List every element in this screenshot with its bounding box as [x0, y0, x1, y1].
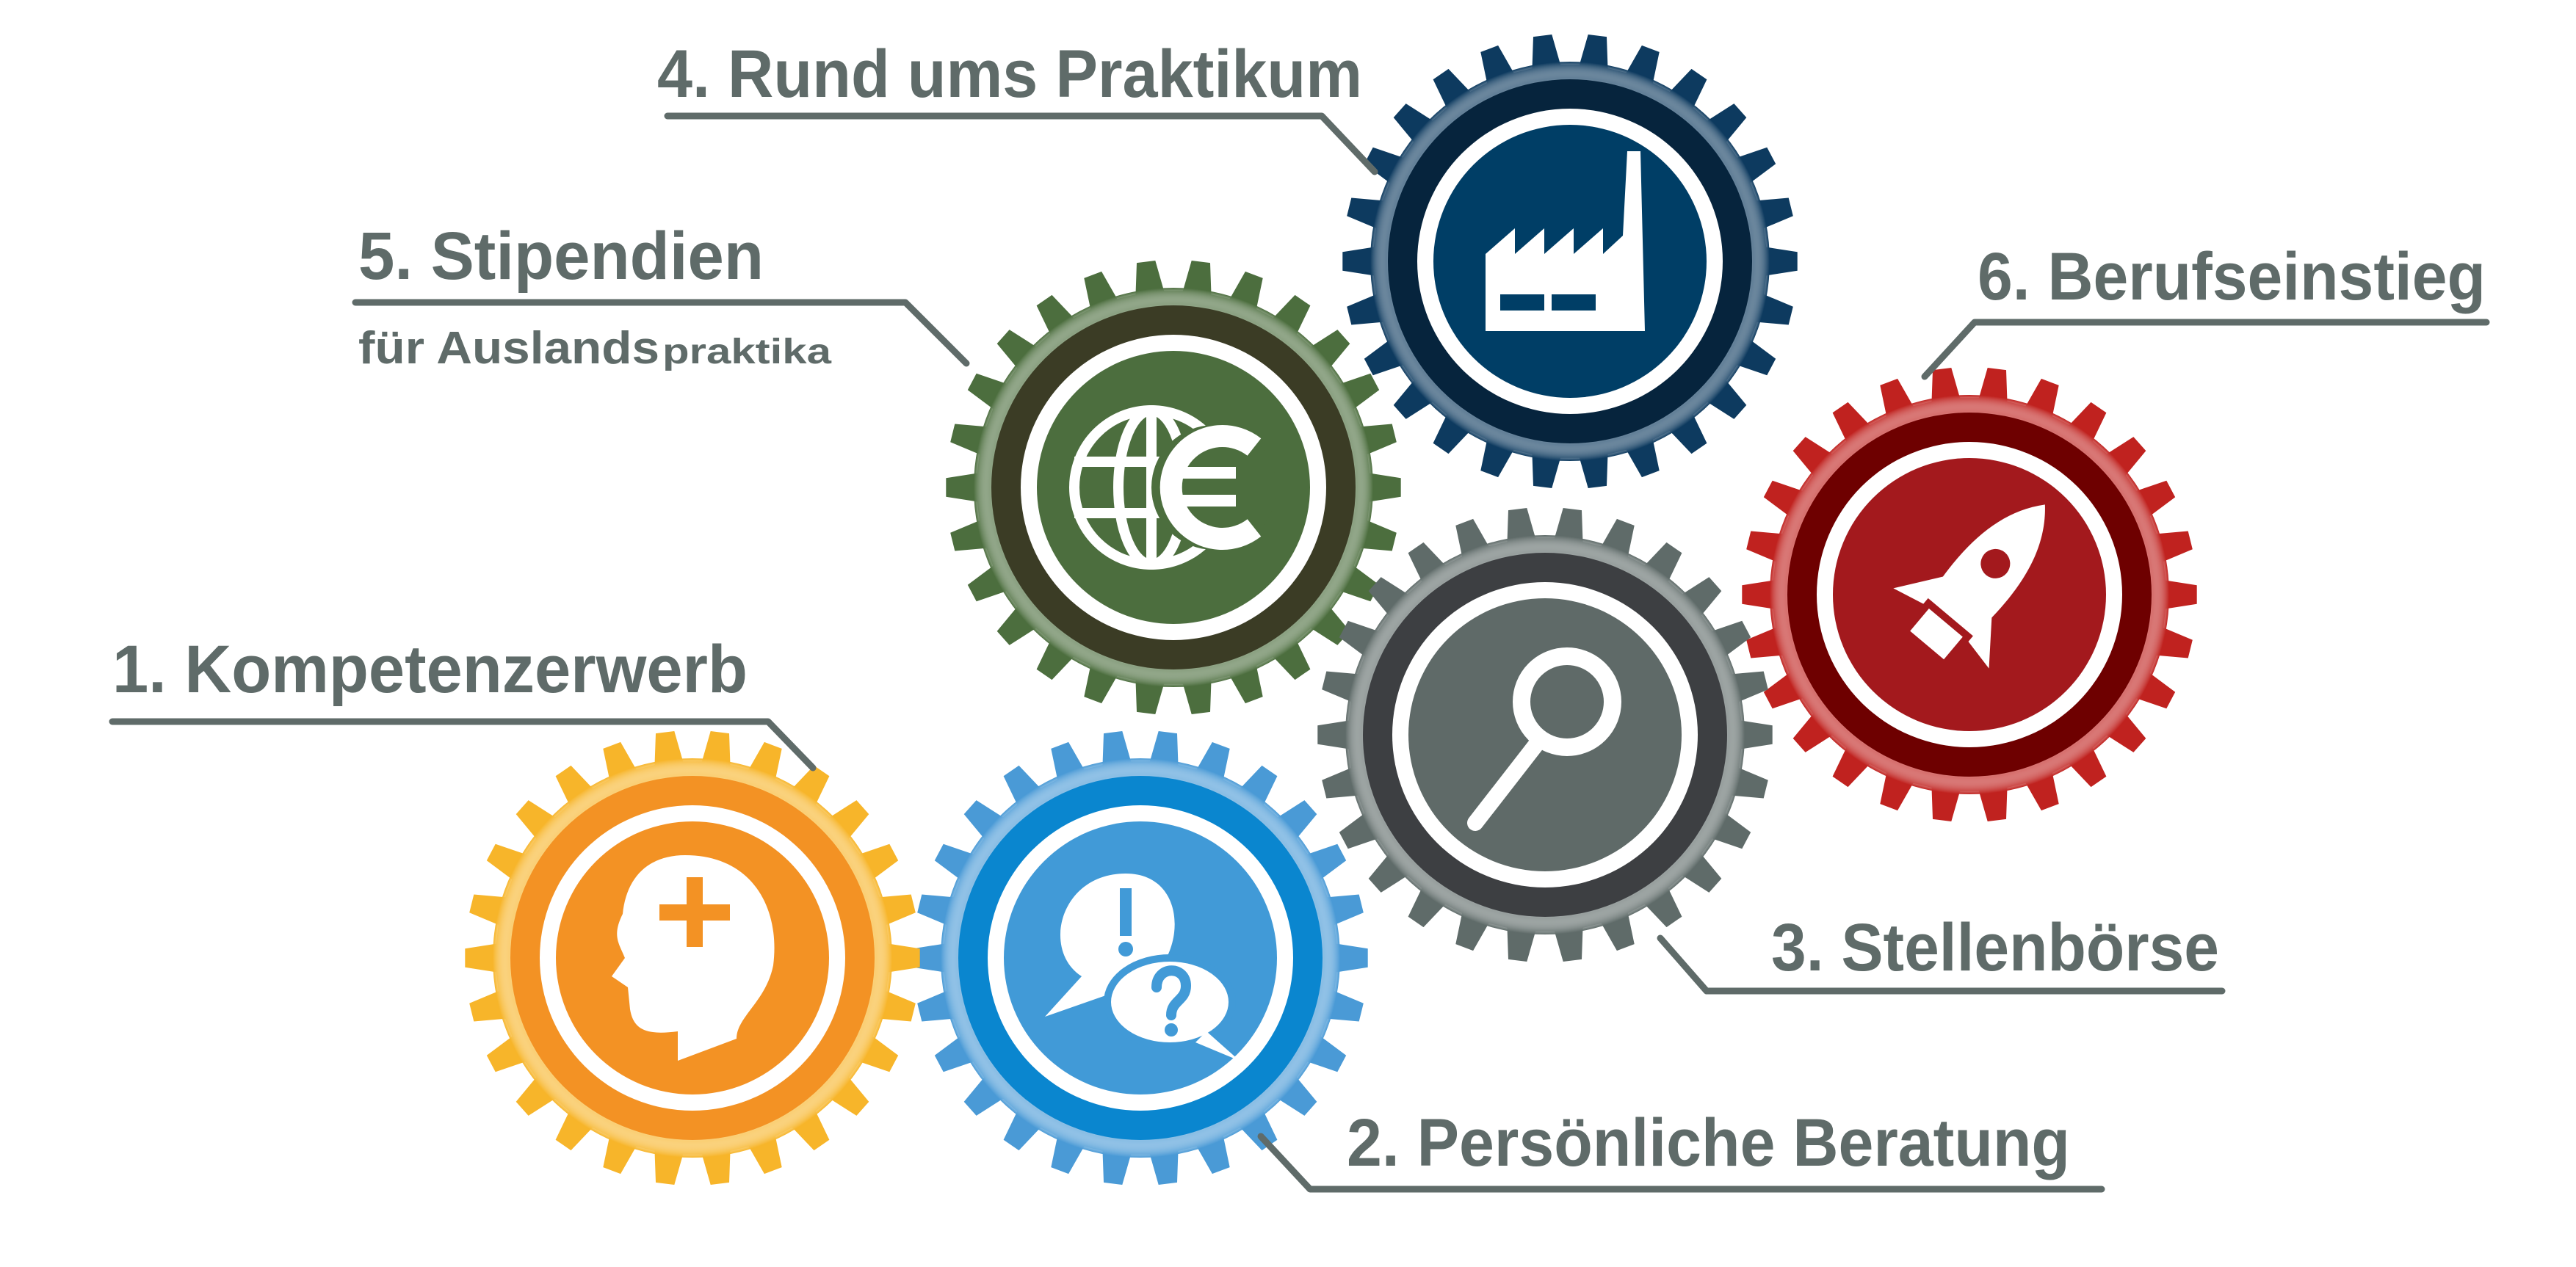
factory-window	[1552, 294, 1596, 311]
speech-bubbles-icon	[1045, 874, 1240, 1061]
euro-arc	[1159, 425, 1262, 550]
leader-line-step2	[1257, 1133, 2105, 1193]
magnifier-lens	[1513, 647, 1621, 756]
factory-window	[1500, 294, 1544, 311]
gear-step5	[946, 261, 1401, 714]
leader-line-step4	[664, 112, 1378, 175]
exclamation-mark	[1120, 888, 1132, 936]
label-step5-subtitle: für Auslands	[358, 323, 659, 374]
magnifier-icon	[1467, 647, 1621, 831]
label-step4: 4. Rund ums Praktikum	[657, 37, 1362, 112]
leader-line-step5	[352, 299, 970, 367]
rocket-shape	[1893, 504, 2045, 669]
label-step5-subtitle-small: praktika	[662, 333, 831, 371]
gear-step2	[913, 731, 1368, 1185]
speech-bubble-question	[1104, 954, 1236, 1050]
question-mark	[1151, 965, 1192, 1020]
rocket-icon	[1893, 504, 2045, 669]
factory-icon	[1486, 151, 1645, 331]
label-step2: 2. Persönliche Beratung	[1347, 1106, 2070, 1180]
exclamation-dot	[1118, 942, 1133, 956]
gear-step1	[465, 731, 920, 1185]
leader-line-step1	[109, 718, 817, 772]
label-step6: 6. Berufseinstieg	[1978, 239, 2486, 314]
bubble-tail	[1195, 1031, 1240, 1061]
question-dot	[1165, 1023, 1178, 1037]
label-step1: 1. Kompetenzerwerb	[112, 632, 748, 707]
head-plus-icon	[612, 855, 775, 1061]
gears	[465, 35, 2197, 1185]
gear-step6	[1742, 368, 2197, 821]
label-step5: 5. Stipendien	[358, 219, 764, 294]
euro-bar	[1177, 495, 1236, 507]
leader-line-step6	[1921, 319, 2490, 380]
plus-horizontal	[659, 904, 730, 921]
label-step3: 3. Stellenbörse	[1771, 910, 2219, 985]
gear-step3	[1317, 508, 1773, 962]
euro-bar	[1177, 467, 1236, 479]
globe-euro-icon	[1069, 405, 1276, 570]
gear-step4	[1342, 35, 1798, 488]
head-shape	[612, 855, 775, 1061]
factory-shape	[1486, 151, 1645, 331]
leader-line-step3	[1657, 934, 2226, 995]
magnifier-handle	[1467, 733, 1547, 831]
